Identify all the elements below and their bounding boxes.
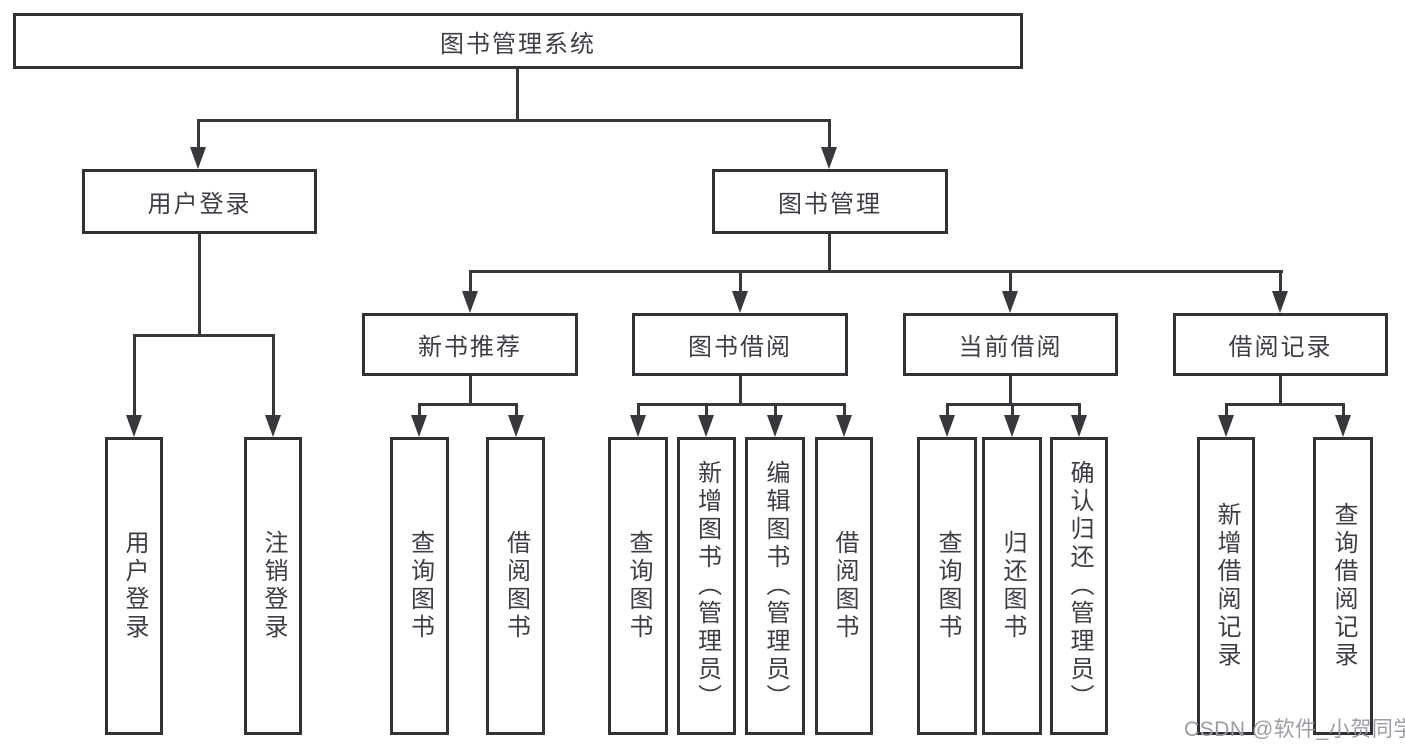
connector-line — [1009, 270, 1012, 293]
connector-line — [469, 270, 1283, 273]
connector-line — [637, 403, 640, 417]
arrow-down-icon — [821, 147, 837, 169]
connector-line — [198, 233, 201, 337]
connector-line — [272, 334, 275, 417]
leaf-add-books-admin: 新增图书（管理员） — [677, 437, 736, 735]
csdn-watermark: CSDN @软件_小贺同学 — [1184, 718, 1405, 741]
connector-line — [1011, 403, 1014, 417]
arrow-down-icon — [732, 291, 748, 313]
connector-line — [418, 403, 421, 417]
connector-line — [516, 68, 519, 122]
node-current-borrowing: 当前借阅 — [903, 313, 1118, 376]
leaf-borrow-books: 借阅图书 — [815, 437, 873, 735]
arrow-down-icon — [126, 415, 142, 437]
connector-line — [197, 119, 200, 149]
node-root-library-management-system: 图书管理系统 — [13, 13, 1023, 69]
connector-line — [828, 233, 831, 273]
connector-line — [828, 119, 831, 149]
arrow-down-icon — [265, 415, 281, 437]
node-borrowing-records: 借阅记录 — [1173, 313, 1388, 376]
connector-line — [843, 403, 846, 417]
leaf-logout: 注销登录 — [244, 437, 302, 735]
leaf-user-login: 用户登录 — [105, 437, 163, 735]
leaf-return-books: 归还图书 — [982, 437, 1042, 735]
arrow-down-icon — [1218, 415, 1234, 437]
arrow-down-icon — [1002, 291, 1018, 313]
node-user-login-module: 用户登录 — [82, 169, 317, 234]
node-book-management-module: 图书管理 — [712, 169, 948, 234]
leaf-query-books-recommend: 查询图书 — [390, 437, 449, 735]
arrow-down-icon — [1004, 415, 1020, 437]
arrow-down-icon — [939, 415, 955, 437]
leaf-add-borrow-record: 新增借阅记录 — [1197, 437, 1255, 735]
node-book-borrowing: 图书借阅 — [632, 313, 848, 376]
connector-line — [1225, 403, 1345, 406]
node-new-book-recommend: 新书推荐 — [362, 313, 578, 376]
leaf-borrow-books-recommend: 借阅图书 — [486, 437, 545, 735]
arrow-down-icon — [698, 415, 714, 437]
connector-line — [1225, 403, 1228, 417]
arrow-down-icon — [1335, 415, 1351, 437]
connector-line — [1279, 375, 1282, 406]
connector-line — [705, 403, 708, 417]
arrow-down-icon — [1272, 291, 1288, 313]
arrow-down-icon — [411, 415, 427, 437]
connector-line — [133, 334, 275, 337]
leaf-query-books-borrowing: 查询图书 — [608, 437, 668, 735]
connector-line — [1279, 270, 1282, 293]
arrow-down-icon — [630, 415, 646, 437]
connector-line — [1078, 403, 1081, 417]
connector-line — [418, 403, 518, 406]
connector-line — [637, 403, 846, 406]
connector-line — [469, 375, 472, 406]
connector-line — [515, 403, 518, 417]
connector-line — [739, 270, 742, 293]
arrow-down-icon — [1071, 415, 1087, 437]
leaf-edit-books-admin: 编辑图书（管理员） — [745, 437, 805, 735]
arrow-down-icon — [836, 415, 852, 437]
connector-line — [1342, 403, 1345, 417]
arrow-down-icon — [190, 147, 206, 169]
connector-line — [946, 403, 949, 417]
connector-line — [133, 334, 136, 417]
arrow-down-icon — [508, 415, 524, 437]
leaf-confirm-return-admin: 确认归还（管理员） — [1050, 437, 1108, 735]
connector-line — [739, 375, 742, 406]
arrow-down-icon — [462, 291, 478, 313]
connector-line — [197, 119, 831, 122]
leaf-query-books-current: 查询图书 — [917, 437, 977, 735]
connector-line — [469, 270, 472, 293]
arrow-down-icon — [767, 415, 783, 437]
leaf-query-borrow-record: 查询借阅记录 — [1313, 437, 1373, 735]
connector-line — [1009, 375, 1012, 406]
connector-line — [774, 403, 777, 417]
